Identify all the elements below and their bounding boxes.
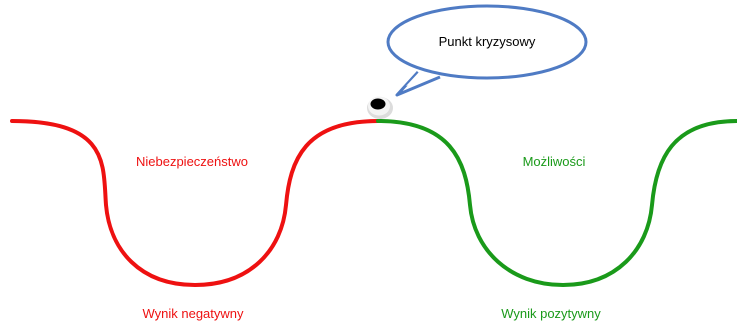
callout-seam-cover [406, 71, 436, 86]
callout-bubble [386, 4, 588, 80]
negative-outcome-label: Wynik negatywny [142, 306, 244, 321]
marker-dot [370, 98, 386, 110]
callout-text: Punkt kryzysowy [439, 34, 536, 49]
danger-label: Niebezpieczeństwo [136, 154, 248, 169]
danger-curve [10, 119, 380, 288]
opportunity-curve [376, 119, 737, 288]
crisis-callout: Punkt kryzysowy [386, 4, 588, 97]
positive-outcome-label: Wynik pozytywny [501, 306, 601, 321]
opportunity-label: Możliwości [523, 154, 586, 169]
crisis-point-marker [367, 96, 393, 119]
